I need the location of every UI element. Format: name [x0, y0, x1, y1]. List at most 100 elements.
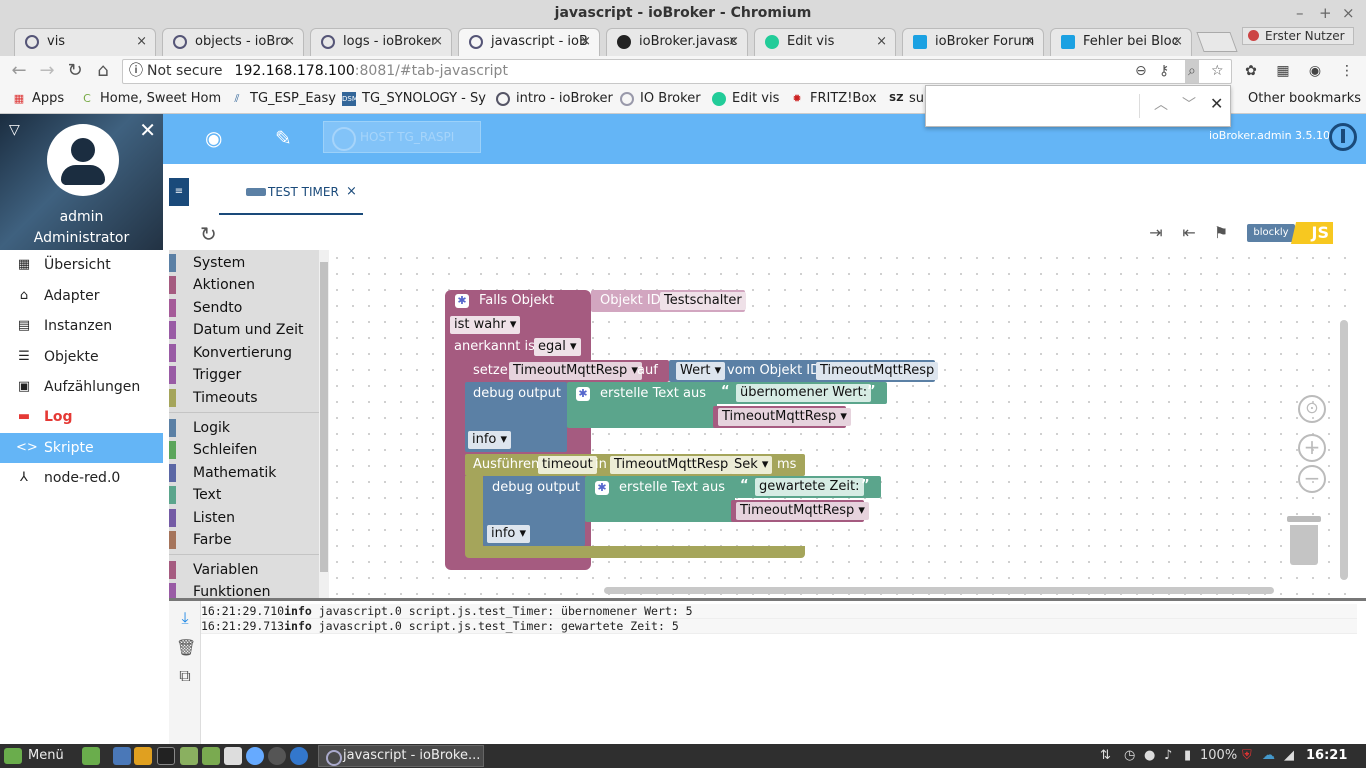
find-icon[interactable]: ⌕ — [1185, 60, 1199, 83]
bookmark-edit-vis[interactable]: Edit vis — [712, 91, 779, 106]
close-script-tab-icon[interactable]: × — [346, 184, 357, 199]
timeout-name-field[interactable]: timeout — [538, 456, 597, 474]
browser-tab-vis[interactable]: vis× — [14, 28, 156, 56]
close-tab-icon[interactable]: × — [728, 34, 739, 49]
home-icon[interactable]: ⌂ — [97, 60, 109, 81]
toolbox-listen[interactable]: Listen — [169, 507, 319, 529]
blockly-js-toggle[interactable]: blockly JS — [1247, 222, 1333, 244]
toolbox-timeouts[interactable]: Timeouts — [169, 387, 319, 409]
other-bookmarks[interactable]: Other bookmarks — [1228, 91, 1361, 106]
refresh-icon[interactable]: ↻ — [200, 222, 217, 246]
delete-log-icon[interactable]: 🗑 — [176, 638, 197, 657]
close-sidebar-icon[interactable]: ✕ — [139, 118, 156, 142]
workspace-vertical-scrollbar[interactable] — [1340, 320, 1348, 580]
toolbox-datum[interactable]: Datum und Zeit — [169, 319, 319, 341]
toolbox-mathematik[interactable]: Mathematik — [169, 462, 319, 484]
nav-instanzen[interactable]: ▤Instanzen — [17, 318, 113, 334]
close-tab-icon[interactable]: × — [876, 34, 887, 49]
network-icon[interactable]: ⇅ — [1100, 748, 1111, 763]
browser-tab-forum[interactable]: ioBroker Forum× — [902, 28, 1044, 56]
find-next-icon[interactable]: ﹀ — [1182, 97, 1196, 113]
toolbox-konvertierung[interactable]: Konvertierung — [169, 342, 319, 364]
close-tab-icon[interactable]: × — [1172, 34, 1183, 49]
bookmark-fritzbox[interactable]: ✹FRITZ!Box — [790, 91, 876, 106]
launcher-icon[interactable] — [113, 747, 131, 765]
variable-dropdown[interactable]: TimeoutMqttResp ▾ — [718, 408, 851, 426]
files-icon[interactable] — [180, 747, 198, 765]
toolbox-scrollbar[interactable] — [319, 250, 329, 598]
close-window-button[interactable]: × — [1342, 4, 1355, 22]
level-dropdown[interactable]: info ▾ — [487, 525, 531, 543]
volume-icon[interactable]: ♪ — [1164, 748, 1173, 763]
battery-icon[interactable]: ▮ — [1184, 748, 1192, 763]
star-icon[interactable]: ☆ — [1211, 63, 1224, 79]
nav-log[interactable]: ▬Log — [17, 409, 73, 425]
nav-uebersicht[interactable]: ▦Übersicht — [17, 257, 111, 273]
toolbox-text[interactable]: Text — [169, 484, 319, 506]
terminal-icon[interactable] — [157, 747, 175, 765]
value-dropdown[interactable]: Wert ▾ — [676, 362, 726, 380]
variable-dropdown[interactable]: TimeoutMqttResp ▾ — [736, 502, 869, 520]
nav-adapter[interactable]: ⌂Adapter — [0, 281, 163, 311]
script-list-toggle-button[interactable]: ≡ — [169, 178, 189, 206]
find-previous-icon[interactable]: ︿ — [1154, 97, 1168, 113]
host-button[interactable]: HOST TG_RASPI — [323, 121, 481, 153]
bookmark-apps[interactable]: ▦Apps — [13, 91, 65, 106]
copy-icon[interactable]: ⧉ — [179, 666, 191, 685]
editor-icon[interactable] — [224, 747, 242, 765]
chromium-icon[interactable] — [290, 747, 308, 765]
browser-tab-fehler[interactable]: Fehler bei Bloc× — [1050, 28, 1192, 56]
browser-icon[interactable] — [246, 747, 264, 765]
user-icon[interactable]: ● — [1144, 748, 1156, 763]
export-icon[interactable]: ⇥ — [1149, 223, 1163, 242]
toolbox-farbe[interactable]: Farbe — [169, 529, 319, 551]
folder-icon[interactable] — [202, 747, 220, 765]
zoom-in-icon[interactable]: + — [1298, 434, 1326, 462]
ack-dropdown[interactable]: egal ▾ — [534, 338, 581, 356]
close-tab-icon[interactable]: × — [284, 34, 295, 49]
extension-icon[interactable]: ✿ — [1245, 63, 1257, 79]
nav-objekte[interactable]: ☰Objekte — [0, 342, 163, 372]
gear-icon[interactable]: ✱ — [576, 387, 590, 401]
find-input[interactable] — [932, 94, 1132, 118]
close-tab-icon[interactable]: × — [136, 34, 147, 49]
collapse-icon[interactable]: ▽ — [9, 122, 20, 138]
zoom-icon[interactable]: ⊖ — [1135, 63, 1147, 79]
cloud-icon[interactable]: ☁ — [1262, 748, 1275, 763]
extension-icon[interactable]: ◉ — [1308, 63, 1322, 79]
set-variable-dropdown[interactable]: TimeoutMqttResp ▾ — [509, 362, 642, 380]
timeout-delay-field[interactable]: TimeoutMqttResp — [610, 456, 733, 474]
bookmark-intro[interactable]: intro - ioBroker — [496, 91, 613, 106]
wifi-icon[interactable]: ◢ — [1284, 748, 1294, 763]
scroll-down-icon[interactable]: ⤓ — [181, 608, 189, 627]
find-close-icon[interactable]: ✕ — [1210, 94, 1224, 113]
key-icon[interactable]: ⚷ — [1159, 63, 1170, 79]
recenter-icon[interactable]: ⊙ — [1298, 395, 1326, 423]
browser-tab-javascript[interactable]: javascript - ioB× — [458, 28, 600, 56]
qr-icon[interactable]: ▦ — [1276, 63, 1290, 79]
text-field[interactable]: übernomener Wert: — [736, 384, 872, 402]
condition-dropdown[interactable]: ist wahr ▾ — [450, 316, 521, 334]
level-dropdown[interactable]: info ▾ — [468, 431, 512, 449]
toolbox-variablen[interactable]: Variablen — [169, 559, 319, 581]
zoom-out-icon[interactable]: − — [1298, 465, 1326, 493]
taskbar-window-javascript[interactable]: javascript - ioBroke... — [318, 745, 484, 767]
close-tab-icon[interactable]: × — [580, 34, 591, 49]
shield-icon[interactable]: ⛨ — [1242, 748, 1252, 763]
close-tab-icon[interactable]: × — [1024, 34, 1035, 49]
toolbox-funktionen[interactable]: Funktionen — [169, 581, 319, 598]
menu-icon[interactable]: ⋮ — [1340, 63, 1354, 79]
bookmark-io-broker[interactable]: IO Broker — [620, 91, 701, 106]
minimize-button[interactable]: – — [1296, 4, 1304, 22]
text-field[interactable]: gewartete Zeit: — [755, 478, 864, 496]
reload-icon[interactable]: ↻ — [67, 60, 83, 81]
back-arrow-icon[interactable]: ← — [11, 60, 27, 81]
browser-tab-edit-vis[interactable]: Edit vis× — [754, 28, 896, 56]
close-tab-icon[interactable]: × — [432, 34, 443, 49]
launcher-icon[interactable] — [134, 747, 152, 765]
browser-tab-logs[interactable]: logs - ioBroker× — [310, 28, 452, 56]
script-tab-test-timer[interactable]: TEST TIMER × — [219, 164, 363, 215]
